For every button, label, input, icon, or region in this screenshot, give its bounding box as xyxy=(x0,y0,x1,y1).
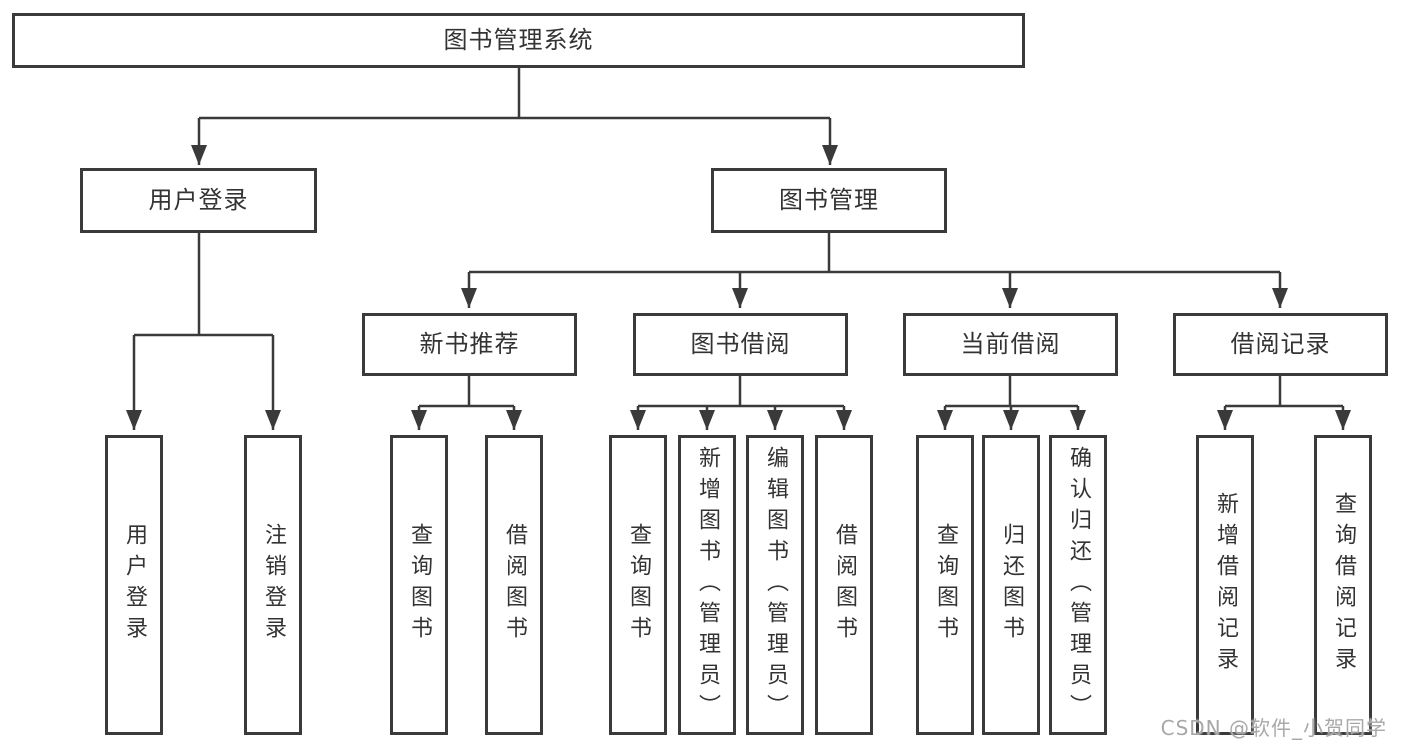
leaf-add-book-admin-label: 新增图书（管理员） xyxy=(695,445,720,725)
leaf-user-login: 用户登录 xyxy=(105,435,163,735)
leaf-query-books-current: 查询图书 xyxy=(916,435,974,735)
watermark-text: CSDN @软件_小贺同学 xyxy=(1160,716,1387,740)
leaf-confirm-return-admin: 确认归还（管理员） xyxy=(1049,435,1107,735)
leaf-query-books-borrow: 查询图书 xyxy=(609,435,667,735)
leaf-borrow-book: 借阅图书 xyxy=(815,435,873,735)
leaf-borrow-books-recommend-label: 借阅图书 xyxy=(502,523,527,647)
leaf-query-books-recommend-label: 查询图书 xyxy=(407,523,432,647)
node-current-borrow-label: 当前借阅 xyxy=(960,329,1061,358)
leaf-query-books-current-label: 查询图书 xyxy=(933,523,958,647)
node-book-borrow: 图书借阅 xyxy=(633,313,848,376)
leaf-borrow-book-label: 借阅图书 xyxy=(832,523,857,647)
leaf-logout: 注销登录 xyxy=(244,435,302,735)
leaf-borrow-books-recommend: 借阅图书 xyxy=(485,435,543,735)
leaf-query-books-recommend: 查询图书 xyxy=(390,435,448,735)
leaf-confirm-return-admin-label: 确认归还（管理员） xyxy=(1066,445,1091,725)
node-user-login-label: 用户登录 xyxy=(148,185,249,214)
leaf-edit-book-admin: 编辑图书（管理员） xyxy=(746,435,804,735)
leaf-add-book-admin: 新增图书（管理员） xyxy=(678,435,736,735)
leaf-return-book-label: 归还图书 xyxy=(999,523,1024,647)
leaf-query-borrow-record: 查询借阅记录 xyxy=(1314,435,1372,735)
node-current-borrow: 当前借阅 xyxy=(903,313,1118,376)
node-borrow-records-label: 借阅记录 xyxy=(1230,329,1331,358)
leaf-user-login-label: 用户登录 xyxy=(122,523,147,647)
leaf-add-borrow-record: 新增借阅记录 xyxy=(1196,435,1254,735)
leaf-query-borrow-record-label: 查询借阅记录 xyxy=(1331,492,1356,678)
node-book-management-label: 图书管理 xyxy=(779,185,879,214)
leaf-query-books-borrow-label: 查询图书 xyxy=(626,523,651,647)
node-root: 图书管理系统 xyxy=(12,13,1025,68)
node-book-management: 图书管理 xyxy=(711,168,947,233)
leaf-logout-label: 注销登录 xyxy=(261,523,286,647)
leaf-add-borrow-record-label: 新增借阅记录 xyxy=(1213,492,1238,678)
node-new-book-recommend-label: 新书推荐 xyxy=(419,329,520,358)
node-user-login: 用户登录 xyxy=(80,168,317,233)
node-borrow-records: 借阅记录 xyxy=(1173,313,1388,376)
leaf-edit-book-admin-label: 编辑图书（管理员） xyxy=(763,445,788,725)
node-book-borrow-label: 图书借阅 xyxy=(690,329,791,358)
leaf-return-book: 归还图书 xyxy=(982,435,1040,735)
node-root-label: 图书管理系统 xyxy=(443,25,594,54)
node-new-book-recommend: 新书推荐 xyxy=(362,313,577,376)
